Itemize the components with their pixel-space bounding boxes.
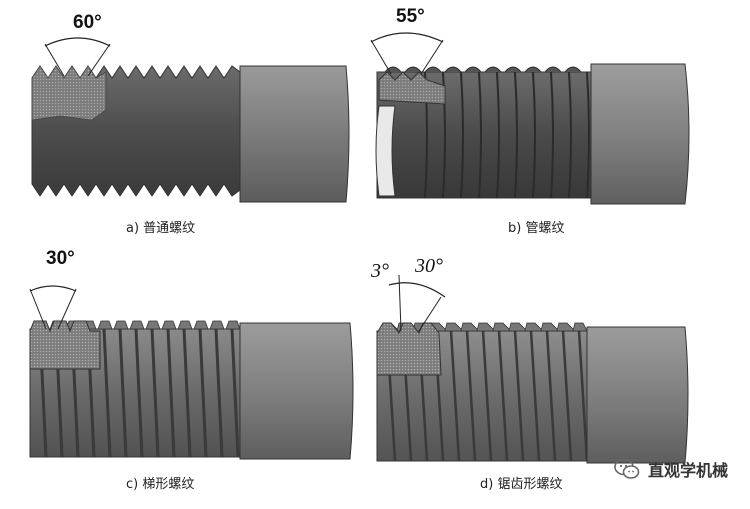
section-hatch [376,322,442,376]
angle-line-slant [418,296,442,332]
angle-label-right: 30° [415,255,443,277]
angle-arc [29,285,77,292]
angle-label: 60° [73,12,102,33]
section-hatch [378,71,446,105]
angle-line-right [57,288,77,330]
wechat-logo-icon [614,458,640,479]
panel-a-drawing [31,37,350,203]
plain-shank [239,322,354,460]
angle-label: 30° [46,248,75,269]
angle-line-vertical [398,274,402,332]
thread-crests [384,66,582,73]
angle-line-right [87,43,111,77]
plain-shank [239,65,350,203]
watermark-text: 直观学机械 [647,461,728,480]
section-hatch [29,320,101,370]
panel-caption: c) 梯形螺纹 [126,477,195,492]
panel-caption: b) 管螺纹 [508,221,565,236]
angle-line-left [44,43,65,77]
panel-c: 30° c) 梯形螺纹 [0,245,375,505]
helical-grooves [424,71,590,199]
angle-line-right [420,39,444,75]
section-hatch [31,65,107,121]
plain-shank [586,326,689,464]
angle-arc [370,32,444,43]
angle-label-left: 3° [371,260,389,282]
panel-d: 3° 30° d) 锯齿形螺纹 [365,245,750,505]
panel-d-drawing [376,274,689,464]
angle-line-left [29,288,47,330]
panel-b: 55° b) 管螺纹 [365,0,750,250]
inner-bore [375,105,396,197]
panel-b-drawing [370,32,690,205]
angle-line-left [370,39,392,75]
plain-shank [590,63,690,205]
angle-arc [388,282,446,298]
panel-c-drawing [29,285,354,460]
panel-a: 60° a) 普通螺纹 [0,0,375,250]
angle-arc [44,37,111,47]
watermark: 直观学机械 [614,457,728,481]
thread-flanks [385,330,589,462]
angle-label: 55° [396,6,425,27]
panel-caption: a) 普通螺纹 [126,221,196,236]
panel-caption: d) 锯齿形螺纹 [480,477,563,492]
